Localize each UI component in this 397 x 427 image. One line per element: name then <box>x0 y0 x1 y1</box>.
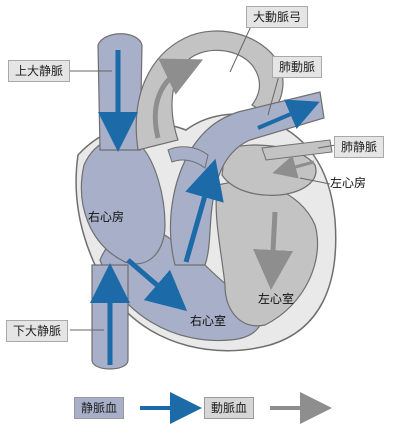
label-inferior-vena-cava: 下大静脈 <box>6 320 68 342</box>
legend-arterial-blood: 動脈血 <box>204 397 254 419</box>
label-left-atrium: 左心房 <box>330 176 366 190</box>
label-aortic-arch: 大動脈弓 <box>246 6 308 28</box>
label-left-ventricle: 左心室 <box>258 292 294 306</box>
label-pulmonary-vein: 肺静脈 <box>334 136 384 158</box>
flow-arrow-left-ventricle <box>272 212 275 270</box>
label-right-atrium: 右心房 <box>88 210 124 224</box>
label-pulmonary-artery: 肺動脈 <box>272 56 322 78</box>
label-right-ventricle: 右心室 <box>190 314 226 328</box>
legend-venous-blood: 静脈血 <box>74 397 124 419</box>
label-superior-vena-cava: 上大静脈 <box>8 60 70 82</box>
